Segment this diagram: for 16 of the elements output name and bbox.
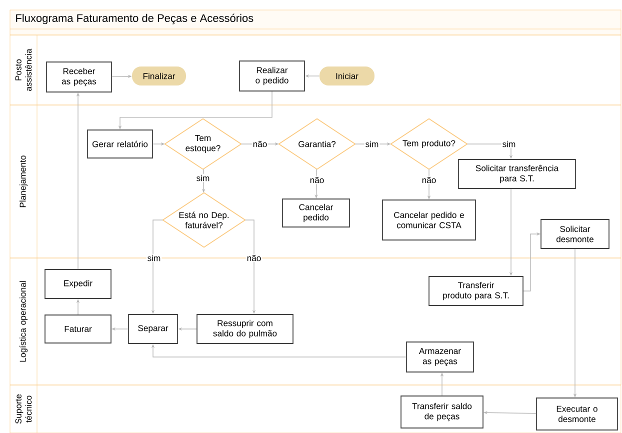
process-box: Executar o desmonte xyxy=(536,398,618,430)
process-box: Armazenar as peças xyxy=(406,342,474,372)
process-box: Expedir xyxy=(44,269,112,299)
process-box: Faturar xyxy=(44,314,112,344)
process-box: Cancelar pedido e comunicar CSTA xyxy=(382,200,476,240)
process-box: Transferir produto para S.T. xyxy=(428,276,524,306)
process-box: Separar xyxy=(128,314,178,344)
process-box: Gerar relatório xyxy=(87,130,153,158)
process-box: Realizar o pedido xyxy=(239,60,305,92)
process-box: Receber as peças xyxy=(46,62,112,92)
process-box: Solicitar desmonte xyxy=(540,219,610,249)
title: Fluxograma Faturamento de Peças e Acessórios xyxy=(16,14,254,24)
process-box: Cancelar pedido xyxy=(282,198,350,228)
process-box: Transferir saldo de peças xyxy=(400,396,484,428)
process-box: Solicitar transferência para S.T. xyxy=(458,159,576,189)
process-box: Ressuprir com saldo do pulmão xyxy=(196,314,294,344)
